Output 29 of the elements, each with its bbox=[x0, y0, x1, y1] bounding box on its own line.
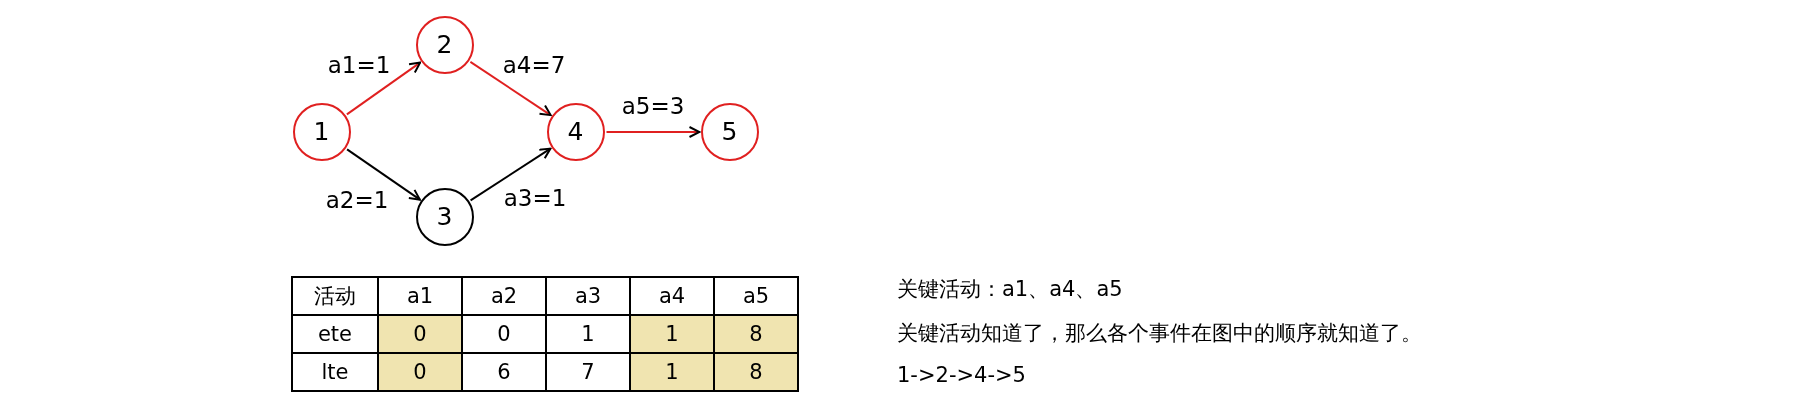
table-cell: 1 bbox=[630, 315, 714, 353]
note-text: 关键活动知道了，那么各个事件在图中的顺序就知道了。 bbox=[897, 320, 1422, 347]
arrow bbox=[469, 60, 552, 117]
arrow bbox=[346, 148, 421, 201]
note-text: 关键活动：a1、a4、a5 bbox=[897, 276, 1123, 303]
table-cell: 0 bbox=[378, 315, 462, 353]
event-circle: 1 bbox=[292, 102, 351, 161]
table-cell: 8 bbox=[714, 315, 798, 353]
header-cell: a3 bbox=[546, 277, 630, 315]
edge-label: a1=1 bbox=[327, 52, 391, 78]
table-cell: 0 bbox=[462, 315, 546, 353]
table-cell: 6 bbox=[462, 353, 546, 391]
table-cell: 1 bbox=[630, 353, 714, 391]
edge-label: a2=1 bbox=[325, 187, 389, 213]
arrow bbox=[469, 147, 552, 202]
edge-label: a4=7 bbox=[502, 52, 566, 78]
table-cell: 0 bbox=[378, 353, 462, 391]
header-cell: a2 bbox=[462, 277, 546, 315]
event-circle: 4 bbox=[546, 102, 605, 161]
event-circle: 3 bbox=[415, 187, 474, 246]
note-text: 1->2->4->5 bbox=[897, 363, 1026, 387]
event-circle: 2 bbox=[415, 15, 474, 74]
edge-label: a3=1 bbox=[503, 185, 567, 211]
table-cell: 8 bbox=[714, 353, 798, 391]
arrow bbox=[345, 61, 422, 116]
header-cell: 活动 bbox=[292, 277, 378, 315]
arrow bbox=[605, 126, 701, 138]
event-circle: 5 bbox=[700, 102, 759, 161]
edge-label: a5=3 bbox=[621, 93, 685, 119]
